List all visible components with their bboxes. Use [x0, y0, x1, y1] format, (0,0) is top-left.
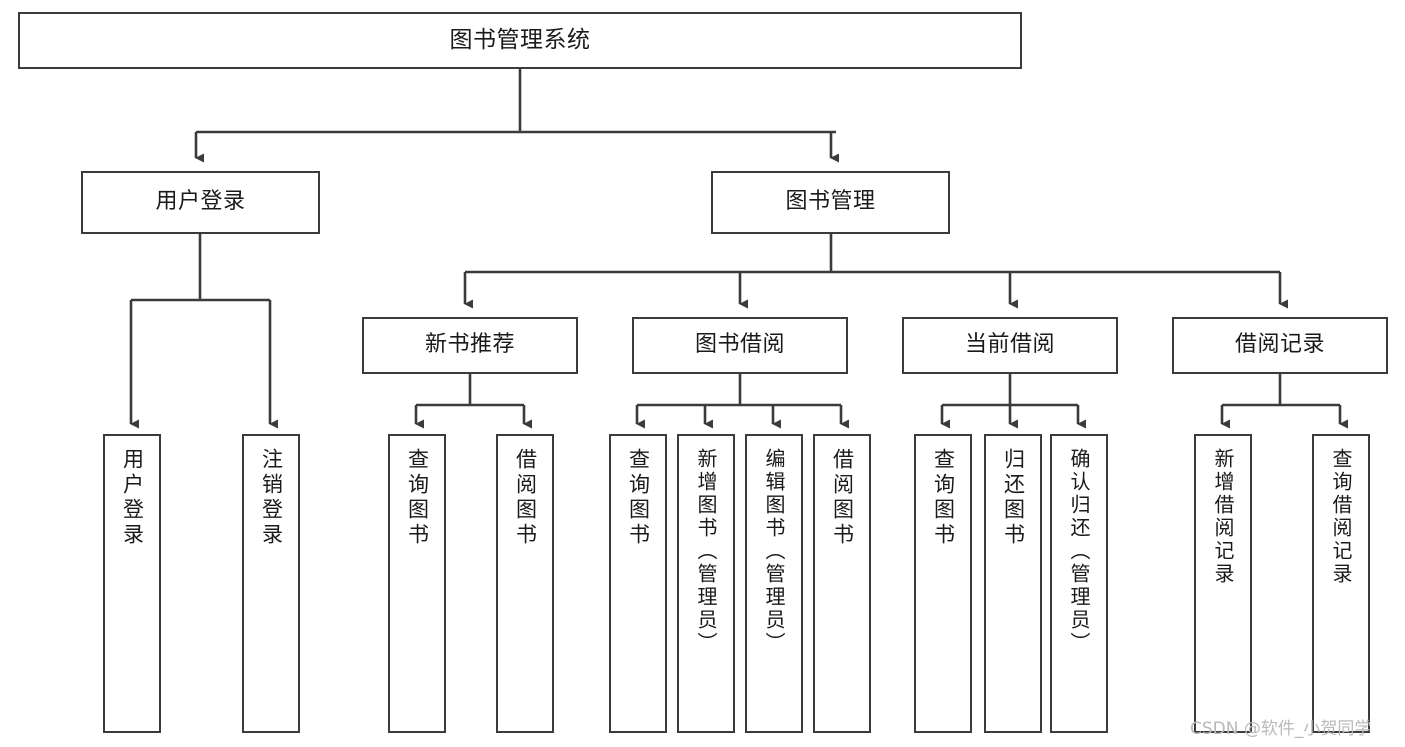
- leaf-label: 新增图书（管理员）: [694, 448, 718, 655]
- leaf-book-borrow-edit-book[interactable]: 编辑图书（管理员）: [745, 434, 803, 733]
- leaf-label: 查询借阅记录: [1329, 448, 1353, 586]
- node-borrow-record-label: 借阅记录: [1234, 332, 1325, 358]
- leaf-label: 查询图书: [931, 448, 956, 548]
- node-borrow-record[interactable]: 借阅记录: [1172, 317, 1388, 374]
- leaf-current-borrow-query-book[interactable]: 查询图书: [914, 434, 972, 733]
- node-book-management[interactable]: 图书管理: [711, 171, 950, 234]
- leaf-current-borrow-return-book[interactable]: 归还图书: [984, 434, 1042, 733]
- leaf-label: 查询图书: [626, 448, 651, 548]
- leaf-current-borrow-confirm-return[interactable]: 确认归还（管理员）: [1050, 434, 1108, 733]
- node-book-management-label: 图书管理: [785, 189, 876, 215]
- leaf-label: 用户登录: [120, 448, 145, 548]
- node-current-borrow-label: 当前借阅: [964, 332, 1055, 358]
- node-new-book-recommend-label: 新书推荐: [424, 332, 515, 358]
- leaf-label: 确认归还（管理员）: [1067, 448, 1091, 655]
- node-user-login-label: 用户登录: [155, 189, 246, 215]
- leaf-label: 归还图书: [1001, 448, 1026, 548]
- node-user-login[interactable]: 用户登录: [81, 171, 320, 234]
- node-root[interactable]: 图书管理系统: [18, 12, 1022, 69]
- node-current-borrow[interactable]: 当前借阅: [902, 317, 1118, 374]
- leaf-new-book-borrow-book[interactable]: 借阅图书: [496, 434, 554, 733]
- leaf-book-borrow-borrow-book[interactable]: 借阅图书: [813, 434, 871, 733]
- node-book-borrow[interactable]: 图书借阅: [632, 317, 848, 374]
- leaf-user-login-logout[interactable]: 注销登录: [242, 434, 300, 733]
- leaf-user-login-login[interactable]: 用户登录: [103, 434, 161, 733]
- csdn-watermark: CSDN @软件_小贺同学: [1190, 719, 1372, 739]
- leaf-new-book-query-book[interactable]: 查询图书: [388, 434, 446, 733]
- leaf-borrow-record-add-record[interactable]: 新增借阅记录: [1194, 434, 1252, 733]
- leaf-label: 注销登录: [259, 448, 284, 548]
- leaf-label: 查询图书: [405, 448, 430, 548]
- node-book-borrow-label: 图书借阅: [694, 332, 785, 358]
- leaf-book-borrow-add-book[interactable]: 新增图书（管理员）: [677, 434, 735, 733]
- leaf-label: 借阅图书: [513, 448, 538, 548]
- leaf-label: 借阅图书: [830, 448, 855, 548]
- leaf-label: 新增借阅记录: [1211, 448, 1235, 586]
- leaf-borrow-record-query-record[interactable]: 查询借阅记录: [1312, 434, 1370, 733]
- leaf-book-borrow-query-book[interactable]: 查询图书: [609, 434, 667, 733]
- node-root-label: 图书管理系统: [449, 26, 591, 53]
- leaf-label: 编辑图书（管理员）: [762, 448, 786, 655]
- node-new-book-recommend[interactable]: 新书推荐: [362, 317, 578, 374]
